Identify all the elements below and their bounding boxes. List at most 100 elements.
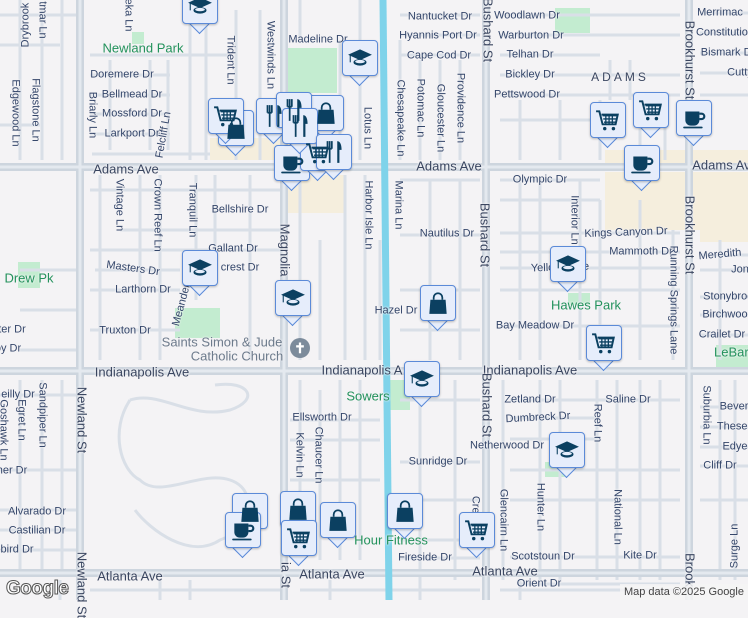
street-label: Indianapolis A xyxy=(321,362,403,378)
school-icon xyxy=(409,366,435,392)
cafe-marker[interactable] xyxy=(624,145,660,192)
street-label: Trident Ln xyxy=(224,35,237,85)
cafe-marker[interactable] xyxy=(676,100,712,147)
grocery-cart-marker[interactable] xyxy=(459,512,495,559)
street-label: Pettswood Dr xyxy=(493,88,561,101)
street-label: Bushard St xyxy=(480,0,496,63)
street-label: Vintage Ln xyxy=(113,178,126,232)
street-label: Truxton Dr xyxy=(99,324,151,337)
street-label: Constitution xyxy=(695,26,748,39)
street-label: Harbor Isle Ln xyxy=(362,180,375,250)
grocery-cart-marker[interactable] xyxy=(281,520,317,567)
street-label: Sandpiper Ln xyxy=(36,382,49,448)
street-label: Chesapeake Ln xyxy=(394,79,407,157)
restaurant-icon xyxy=(321,139,347,165)
grocery-cart-marker[interactable] xyxy=(586,325,622,372)
street-label: Telhan Dr xyxy=(506,48,554,61)
shopping-bag-icon xyxy=(313,100,339,126)
street-label: her Dr xyxy=(0,464,28,477)
street-label: Brookhurst St xyxy=(682,20,698,100)
street-label: Crailet Dr xyxy=(698,328,746,341)
shopping-bag-icon xyxy=(392,498,418,524)
street-label: ADAMS xyxy=(591,70,649,84)
school-marker[interactable] xyxy=(550,246,586,293)
grocery-cart-marker[interactable] xyxy=(590,102,626,149)
street-label: Newland Park xyxy=(102,40,184,56)
street-label: Adams Ave xyxy=(692,157,748,173)
grocery-cart-marker[interactable] xyxy=(633,92,669,139)
street-label: Chaucer Ln xyxy=(312,426,325,484)
street-label: Kelvin Ln xyxy=(293,432,306,478)
street-label: LeBard xyxy=(714,344,748,360)
restaurant-marker[interactable] xyxy=(256,98,292,145)
street-label: Warburton Dr xyxy=(498,29,564,42)
shopping-bag-marker[interactable] xyxy=(320,502,356,549)
shopping-bag-marker[interactable] xyxy=(308,95,344,142)
school-marker[interactable] xyxy=(275,280,311,327)
street-label: National Ln xyxy=(611,489,624,545)
map-attribution[interactable]: Map data ©2025 Google xyxy=(619,584,748,600)
street-label: Beverly xyxy=(719,400,748,413)
google-logo: Google xyxy=(5,578,69,600)
street-label: Goshawk Ln xyxy=(0,399,10,461)
street-label: eilly Dr xyxy=(1,388,35,401)
street-label: Reef Ln xyxy=(591,403,604,443)
street-label: Nantucket Dr xyxy=(407,10,473,23)
street-label: Providence Ln xyxy=(454,72,467,144)
street-label: Theseus xyxy=(716,420,748,433)
street-label: Sunridge Dr xyxy=(408,455,468,468)
shopping-bag-marker[interactable] xyxy=(232,493,268,540)
street-label: Atlanta Ave xyxy=(472,563,538,579)
restaurant-icon xyxy=(287,113,313,139)
street-label: Merrimac xyxy=(697,6,743,19)
church-cross-icon[interactable]: ✝ xyxy=(290,338,310,358)
street-label: Cape Cod Dr xyxy=(406,49,472,62)
street-label: Hawes Park xyxy=(550,297,622,313)
street-label: Zetland Dr xyxy=(504,393,556,406)
grocery-cart-icon xyxy=(595,107,621,133)
street-label: Bushard St xyxy=(477,202,493,268)
school-marker[interactable] xyxy=(182,0,218,35)
grocery-cart-icon xyxy=(638,97,664,123)
street-label: Interior Ln xyxy=(568,195,581,245)
street-label: oy Dr xyxy=(0,342,22,355)
grocery-cart-marker[interactable] xyxy=(208,98,244,145)
street-label: Woodlawn Dr xyxy=(494,9,560,22)
school-marker[interactable] xyxy=(182,250,218,297)
street-label: tmar Ln xyxy=(36,1,49,39)
shopping-bag-icon xyxy=(425,290,451,316)
street-label: Mammoth Dr xyxy=(609,245,673,258)
street-label: Gallant Dr xyxy=(208,242,258,255)
street-label: Suburbia Ln xyxy=(700,385,713,445)
school-icon xyxy=(555,251,581,277)
restaurant-marker[interactable] xyxy=(316,134,352,181)
street-label: Gloucester Ln xyxy=(434,83,447,153)
shopping-bag-marker[interactable] xyxy=(387,493,423,540)
street-label: Cutty xyxy=(727,66,748,79)
shopping-bag-marker[interactable] xyxy=(280,491,316,538)
street-label: Edye xyxy=(722,440,748,453)
cafe-marker[interactable] xyxy=(225,512,261,559)
street-label: Drybrook xyxy=(19,2,32,48)
street-label: Bellmead Dr xyxy=(101,88,163,101)
cafe-icon xyxy=(230,517,256,543)
school-marker[interactable] xyxy=(404,361,440,408)
street-label: Briarly Ln xyxy=(86,91,99,139)
shopping-bag-marker[interactable] xyxy=(420,285,456,332)
street-label: Orient Dr xyxy=(516,577,562,590)
street-label: Atlanta Ave xyxy=(97,568,163,584)
school-icon xyxy=(187,0,213,19)
street-label: Hazel Dr xyxy=(374,304,418,317)
street-label: eka Ln xyxy=(122,0,135,32)
street-label: Flagstone Ln xyxy=(29,78,42,142)
street-label: Marina Ln xyxy=(392,180,405,230)
street-label: Bay Meadow Dr xyxy=(495,319,575,332)
street-label: Brookhurst St xyxy=(682,195,698,275)
school-icon xyxy=(187,255,213,281)
street-label: Running Springs Lane xyxy=(667,245,680,355)
school-marker[interactable] xyxy=(342,40,378,87)
restaurant-marker[interactable] xyxy=(282,108,318,155)
street-label: Alvarado Dr xyxy=(7,505,67,518)
street-label: Hunter Ln xyxy=(534,482,547,532)
school-marker[interactable] xyxy=(549,432,585,479)
